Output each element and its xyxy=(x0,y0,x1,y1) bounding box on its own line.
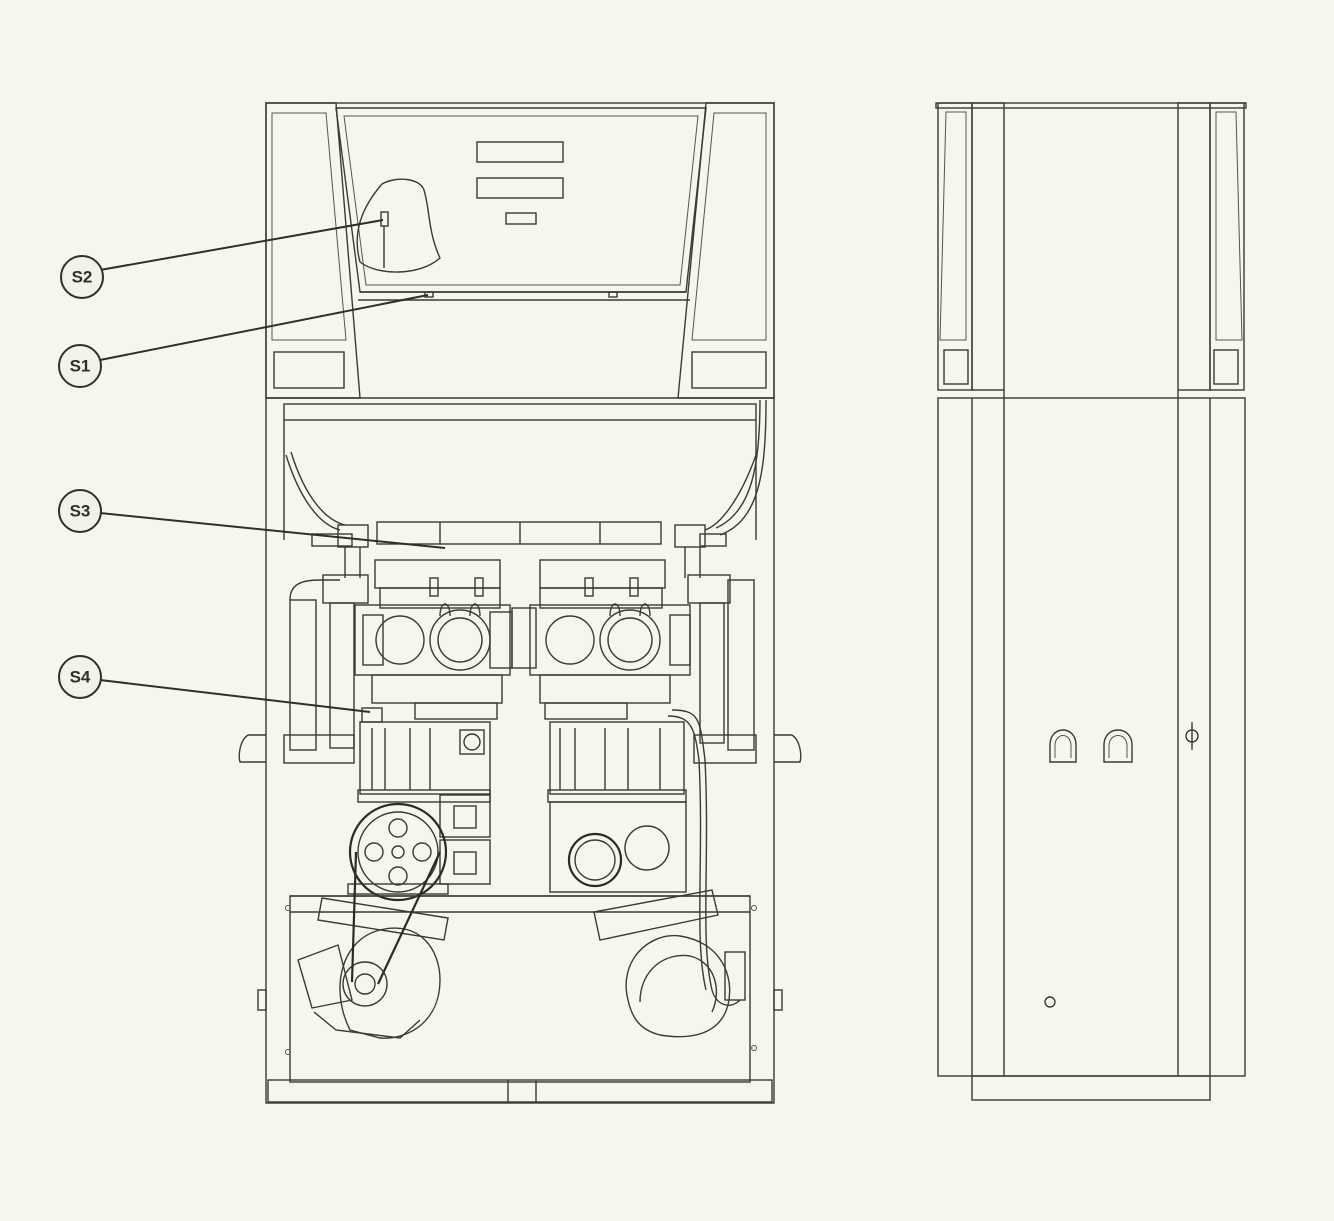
pulley-left xyxy=(348,802,448,902)
nozzle-boot-2 xyxy=(1103,729,1133,763)
callout-s1-label: S1 xyxy=(70,357,91,376)
display-head xyxy=(265,102,775,399)
sensor-s1 xyxy=(424,291,434,298)
pump-unit-right xyxy=(547,709,741,1006)
motor-left xyxy=(297,851,449,1039)
callout-s3-label: S3 xyxy=(70,502,91,521)
sensor-s3 xyxy=(311,533,353,547)
callout-s2: S2 xyxy=(60,219,384,299)
meter-right xyxy=(511,559,691,720)
callout-s3: S3 xyxy=(58,489,446,549)
callout-s2-label: S2 xyxy=(72,268,93,287)
display-window-2 xyxy=(476,177,564,199)
sensor-s4 xyxy=(361,707,383,723)
sensor-s2 xyxy=(380,211,389,227)
meter-left xyxy=(354,559,513,720)
nozzle-boot-1 xyxy=(1049,729,1077,763)
pump-unit-left xyxy=(347,721,491,902)
display-window-1 xyxy=(476,141,564,163)
side-view xyxy=(935,102,1247,1101)
callout-s4: S4 xyxy=(58,655,371,713)
hydraulics-compartment xyxy=(238,399,802,1083)
cutaway-view xyxy=(356,178,441,273)
display-panel xyxy=(335,107,707,293)
motor-right xyxy=(593,889,746,1038)
front-cabinet-outline xyxy=(265,102,775,1104)
callout-s4-label: S4 xyxy=(70,668,91,687)
side-base-plinth xyxy=(971,1075,1211,1101)
front-base-plinth xyxy=(267,1079,773,1103)
callout-s1: S1 xyxy=(58,294,429,388)
display-window-3 xyxy=(505,212,537,225)
front-view xyxy=(238,102,802,1104)
head-left-pillar xyxy=(265,102,361,399)
junction-box-row xyxy=(376,521,662,545)
side-cabinet-outline xyxy=(937,397,1246,1077)
